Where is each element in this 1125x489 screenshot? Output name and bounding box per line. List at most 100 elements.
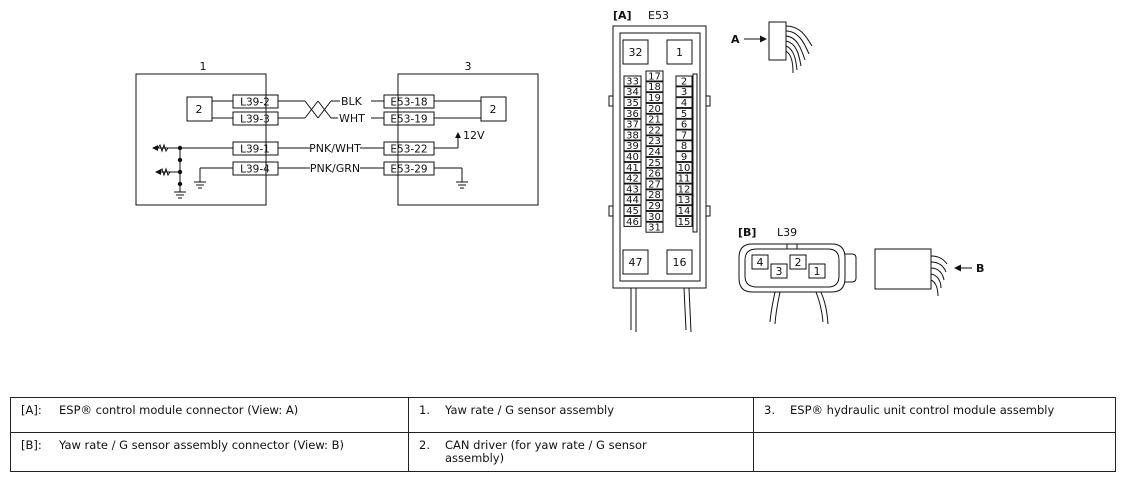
- connector-a-body: [612, 25, 707, 289]
- connector-a-pin-box: [675, 172, 693, 184]
- connector-a-pin-label: 5: [681, 109, 687, 120]
- view-a-label: A: [731, 33, 740, 46]
- connector-b-pin-2: 2: [795, 256, 802, 269]
- connector-a-pin-box: [645, 189, 664, 201]
- connector-a-pin-box: [675, 97, 693, 109]
- legend-label: 2.: [419, 438, 430, 452]
- legend-text: CAN driver (for yaw rate / G sensor asse…: [445, 438, 647, 465]
- wire-color-wht: WHT: [339, 112, 365, 125]
- connector-a-pin-box: [645, 167, 664, 179]
- legend-text: Yaw rate / G sensor assembly connector (…: [59, 438, 345, 452]
- connector-a-pin-box: [645, 178, 664, 190]
- wire-color-blk: BLK: [341, 95, 363, 108]
- right-unit-number: 3: [465, 60, 472, 73]
- connector-a-pin-label: 11: [678, 174, 691, 185]
- view-b-label: B: [976, 262, 984, 275]
- connector-a-pin-label: 3: [681, 87, 687, 98]
- connector-a-pin-box: [645, 70, 664, 82]
- legend-row: [B]: Yaw rate / G sensor assembly connect…: [10, 432, 1116, 472]
- connector-a-pin-16: 16: [673, 256, 687, 269]
- connector-a-pin-box: [623, 129, 642, 141]
- connector-a-pin-box: [645, 135, 664, 147]
- connector-a-pin-box: [645, 200, 664, 212]
- connector-a-pin-box: [623, 205, 642, 217]
- wiring-diagram: 1 3 2 2 L39-2 L39-3 L39-1 L39-4 E53-18 E…: [135, 9, 984, 333]
- legend-cell: 3.ESP® hydraulic unit control module ass…: [753, 397, 1116, 433]
- connector-a-pin-label: 6: [681, 120, 687, 131]
- terminal-label-e53-19: E53-19: [390, 114, 427, 126]
- connector-a-name: E53: [648, 9, 669, 22]
- connector-a-pin-box: [645, 113, 664, 125]
- connector-a-pin-label: 25: [648, 158, 661, 169]
- legend-table: [A]:ESP® control module connector (View:…: [10, 397, 1116, 472]
- connector-a-pin-label: 41: [626, 163, 639, 174]
- terminal-label-e53-18: E53-18: [390, 97, 427, 109]
- connector-a-pin-label: 20: [648, 104, 661, 115]
- can-driver-right-label: 2: [490, 103, 497, 116]
- connector-a-pin-label: 27: [648, 179, 661, 190]
- legend-label: 3.: [764, 403, 775, 417]
- connector-a-pin-label: 37: [626, 120, 639, 131]
- legend-text: Yaw rate / G sensor assembly: [445, 403, 615, 417]
- connector-a-pin-box: [623, 194, 642, 206]
- connector-b-tag: [B]: [738, 226, 756, 239]
- connector-a-pin-box: [623, 97, 642, 109]
- terminal-label-l39-3: L39-3: [240, 114, 270, 126]
- connector-a-pin-label: 24: [648, 147, 661, 158]
- connector-a-pin-box: [675, 140, 693, 152]
- wire-color-pnk-wht: PNK/WHT: [309, 142, 361, 155]
- terminal-label-e53-29: E53-29: [390, 164, 427, 176]
- legend-row: [A]:ESP® control module connector (View:…: [10, 397, 1116, 433]
- connector-a-pin-label: 43: [626, 184, 639, 195]
- connector-a-pin-label: 23: [648, 136, 661, 147]
- connector-a-pin-label: 19: [648, 93, 661, 104]
- connector-a-pin-box: [645, 124, 664, 136]
- connector-a-pin-box: [675, 183, 693, 195]
- connector-a-pin-box: [675, 129, 693, 141]
- connector-a-pin-box: [623, 140, 642, 152]
- connector-a-pin-box: [645, 81, 664, 93]
- connector-a-pin-box: [623, 161, 642, 173]
- connector-a-pin-label: 14: [678, 206, 691, 217]
- legend-cell: 2. CAN driver (for yaw rate / G sensor as…: [408, 432, 754, 472]
- connector-a-pin-box: [645, 102, 664, 114]
- connector-a-pin-box: [623, 107, 642, 119]
- connector-a-tag: [A]: [613, 9, 632, 22]
- connector-a-pin-label: 8: [681, 141, 687, 152]
- connector-a-pin-box: [675, 215, 693, 227]
- can-driver-right-box: [480, 96, 507, 122]
- connector-a-pin-box: [675, 151, 693, 163]
- connector-a-pin-box: [623, 75, 642, 87]
- connector-a-pin-label: 18: [648, 82, 661, 93]
- connector-a-pin-label: 2: [681, 76, 687, 87]
- connector-b-l39: [738, 243, 857, 325]
- connector-a-pin-label: 36: [626, 109, 639, 120]
- legend-cell: 1. Yaw rate / G sensor assembly: [408, 397, 754, 433]
- terminal-label-l39-2: L39-2: [240, 97, 270, 109]
- connector-a-pin-label: 21: [648, 115, 661, 126]
- legend-cell: [B]: Yaw rate / G sensor assembly connect…: [10, 432, 409, 472]
- left-unit-number: 1: [200, 60, 207, 73]
- connector-a-pin-label: 38: [626, 130, 639, 141]
- legend-label: 1.: [419, 403, 430, 417]
- legend-cell: [A]:ESP® control module connector (View:…: [10, 397, 409, 433]
- connector-a-pin-label: 9: [681, 152, 687, 163]
- connector-a-pin-label: 15: [678, 217, 691, 228]
- connector-a-pin-box: [675, 161, 693, 173]
- connector-a-pin-box: [623, 118, 642, 130]
- connector-a-pin-label: 29: [648, 201, 661, 212]
- terminal-label-l39-1: L39-1: [240, 144, 270, 156]
- terminal-label-l39-4: L39-4: [240, 164, 270, 176]
- connector-a-pin-32: 32: [629, 46, 643, 59]
- legend-text: ESP® control module connector (View: A): [59, 403, 299, 417]
- legend-label: [B]:: [21, 438, 42, 452]
- connector-a-pin-box: [675, 107, 693, 119]
- yaw-rate-sensor-box: [135, 73, 267, 206]
- connector-a-pin-box: [623, 86, 642, 98]
- sensor-internal-circuit: [155, 143, 233, 199]
- connector-a-pin-box: [675, 205, 693, 217]
- connector-a-pin-box: [623, 151, 642, 163]
- connector-b-view-plug: [874, 248, 972, 297]
- schematic: [135, 73, 539, 206]
- connector-a-e53: [608, 25, 711, 333]
